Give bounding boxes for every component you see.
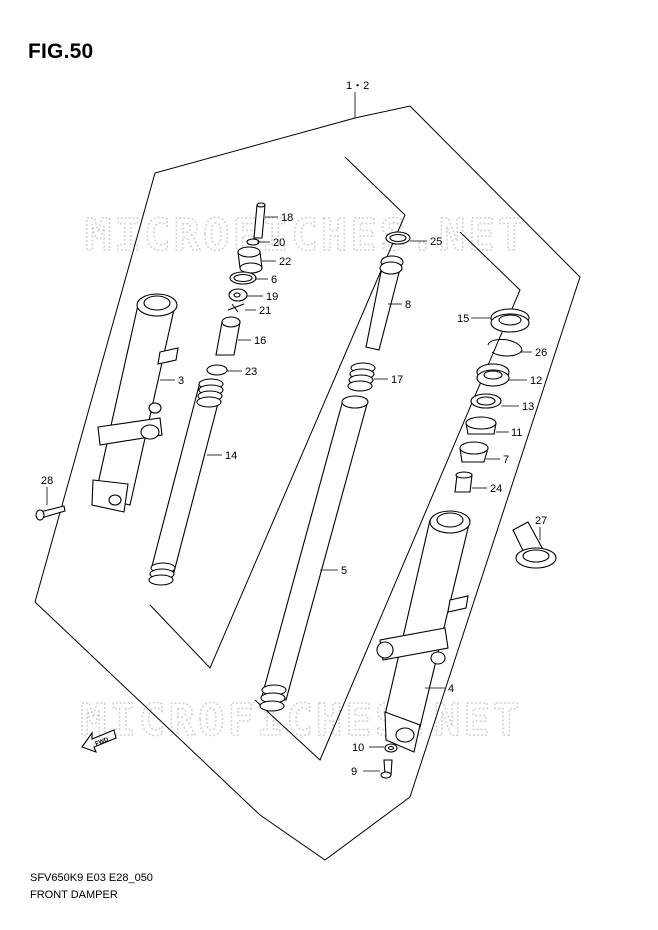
- label-20: 20: [273, 237, 285, 249]
- label-1-2: 1・2: [346, 80, 369, 92]
- label-24: 24: [490, 483, 502, 495]
- label-27: 27: [535, 515, 547, 527]
- label-25: 25: [430, 236, 442, 248]
- label-16: 16: [254, 335, 266, 347]
- inner-tube: [259, 395, 369, 712]
- label-17: 17: [391, 374, 403, 386]
- watermark-bottom: MICROFICHES.NET: [80, 695, 522, 746]
- part-labels: 1・2 3 4 5 6 7 8 9 10 11 12 13 14 15 16 1…: [41, 80, 547, 778]
- label-7: 7: [503, 454, 509, 466]
- label-12: 12: [530, 375, 542, 387]
- fork-boot: [512, 521, 557, 569]
- diagram-code: SFV650K9 E03 E28_050: [30, 872, 153, 884]
- short-spring: [347, 362, 376, 392]
- label-8: 8: [405, 299, 411, 311]
- outer-tube-left: [91, 293, 179, 513]
- label-21: 21: [259, 305, 271, 317]
- label-13: 13: [522, 401, 534, 413]
- damper-rod-left: [148, 378, 224, 586]
- diagram-name: FRONT DAMPER: [30, 889, 118, 901]
- label-19: 19: [266, 291, 278, 303]
- label-11: 11: [511, 427, 522, 439]
- label-14: 14: [225, 450, 237, 462]
- watermark-top: MICROFICHES.NET: [85, 210, 527, 261]
- label-9: 9: [351, 766, 357, 778]
- label-22: 22: [279, 256, 291, 268]
- assembly-outline: [34, 105, 581, 861]
- label-18: 18: [281, 212, 293, 224]
- label-6: 6: [271, 274, 277, 286]
- label-5: 5: [341, 565, 347, 577]
- fwd-arrow: FWD: [81, 729, 117, 753]
- outer-tube-right: [376, 510, 471, 753]
- panel-right: [254, 231, 521, 761]
- label-3: 3: [178, 375, 184, 387]
- label-10: 10: [352, 742, 364, 754]
- top-cap-parts: [206, 202, 266, 376]
- seal-parts: [385, 231, 530, 493]
- leader-lines: [46, 216, 541, 772]
- label-15: 15: [457, 313, 469, 325]
- damper-cylinder: [365, 255, 404, 351]
- panel-left: [149, 156, 406, 669]
- label-23: 23: [245, 366, 257, 378]
- label-28: 28: [41, 475, 53, 487]
- fwd-label: FWD: [95, 737, 111, 748]
- label-4: 4: [448, 683, 454, 695]
- figure-title: FIG.50: [28, 40, 94, 63]
- fasteners: [35, 505, 398, 779]
- label-26: 26: [535, 347, 547, 359]
